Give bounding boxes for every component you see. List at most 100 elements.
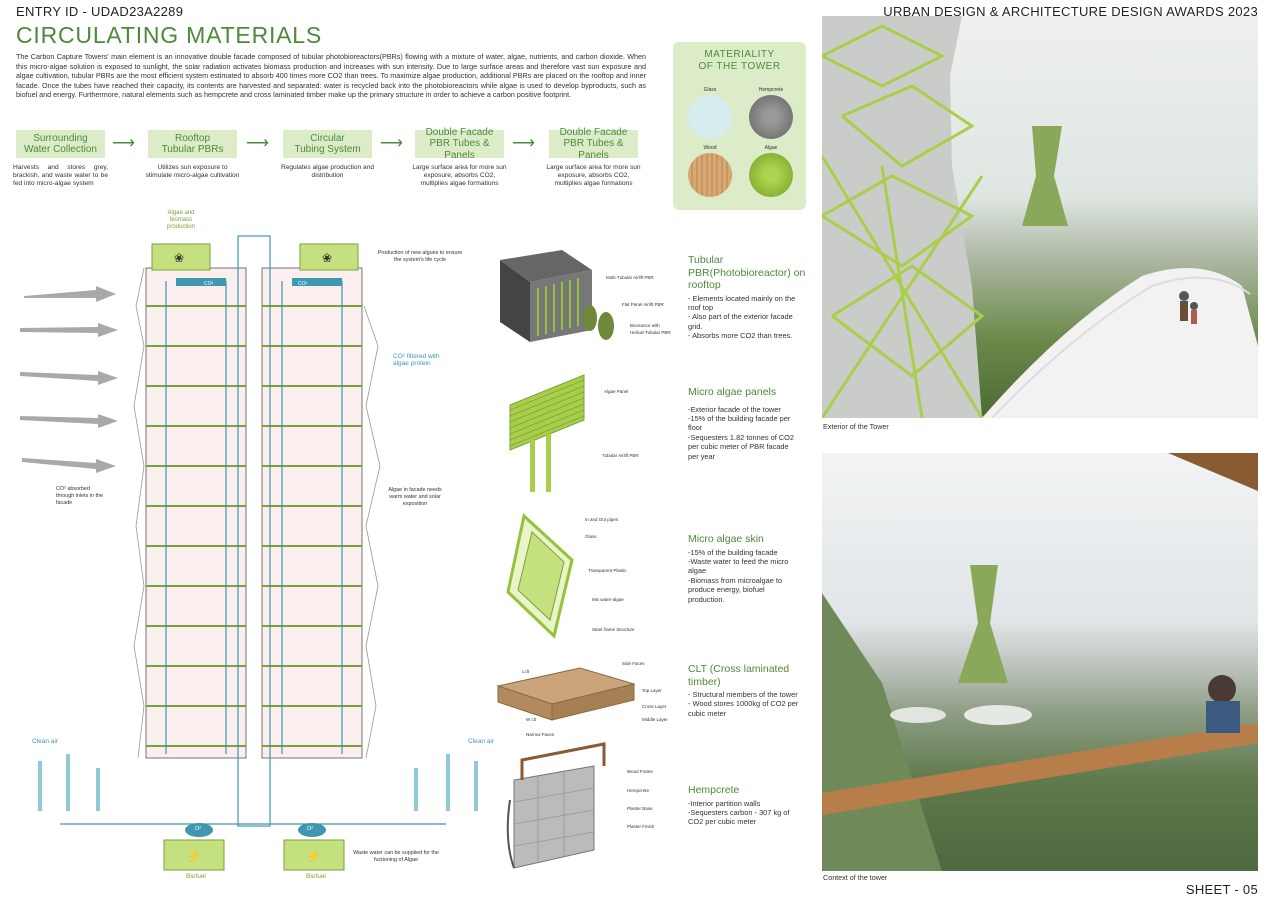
clean-air-right-label: Clean air <box>468 738 495 745</box>
section-pbr: Tubular PBR(Photobioreactor) on rooftop … <box>688 254 808 341</box>
step-5-desc: Large surface area for more sun exposure… <box>546 164 641 188</box>
arrow-right-icon: ⟶ <box>112 135 135 152</box>
section-clt-heading: CLT (Cross laminated timber) <box>688 663 790 688</box>
materiality-title-1: MATERIALITY <box>704 49 775 60</box>
wood-swatch <box>688 153 732 197</box>
page-title: CIRCULATING MATERIALS <box>16 22 323 48</box>
clt-label-3: Cross Layer <box>642 704 667 709</box>
section-skin-body: -15% of the building facade -Waste water… <box>688 547 789 604</box>
pipes <box>60 235 446 827</box>
o2-tag-left: O² <box>195 826 202 832</box>
step-1-line1: Surrounding <box>33 132 88 144</box>
material-label-wood: Wood <box>703 145 717 151</box>
context-caption: Context of the tower <box>823 873 888 882</box>
floor-slabs <box>146 305 362 747</box>
wind-arrows <box>20 286 118 473</box>
step-5-line1: Double Facade <box>559 126 628 138</box>
arrow-right-icon: ⟶ <box>380 135 403 152</box>
skin-label-2: Glass <box>585 534 597 539</box>
hemp-label-3: Plaster Base <box>627 806 653 811</box>
hemp-label-4: Plaster Finish <box>627 824 655 829</box>
material-label-glass: Glass <box>703 87 717 93</box>
context-render <box>822 453 1258 871</box>
section-skin: Micro algae skin -15% of the building fa… <box>688 533 808 604</box>
o2-tag-right: O² <box>307 826 314 832</box>
section-panels: Micro algae panels -Exterior facade of t… <box>688 386 808 461</box>
entry-id: ENTRY ID - UDAD23A2289 <box>16 4 184 19</box>
step-4-line2: PBR Tubes & Panels <box>429 138 490 161</box>
algae-swatch <box>749 153 793 197</box>
panel-label-2: Tubular Airlift PBR <box>602 453 639 458</box>
material-label-hempcrete: Hempcrete <box>758 87 784 93</box>
sheet-number: SHEET - 05 <box>1185 882 1258 897</box>
skin-label-3: Transparent Plastic <box>588 568 627 573</box>
clt-label-6: Lclt <box>522 669 530 674</box>
waste-water-label: Waste water can be supplied for the fuct… <box>353 850 439 863</box>
section-clt-body: - Structural members of the tower - Wood… <box>688 690 799 718</box>
awards-title: URBAN DESIGN & ARCHITECTURE DESIGN AWARD… <box>883 4 1258 19</box>
hemp-label-1: Wood Frame <box>627 769 653 774</box>
co2-absorbed-label: CO² absorbed through inlets in the facad… <box>56 486 104 506</box>
clean-air-arrows <box>38 754 478 811</box>
section-hempcrete: Hempcrete -Interior partition walls -Seq… <box>688 784 808 827</box>
clt-label-5: Narrow Faces <box>526 732 555 737</box>
co2-filtered-label: CO² filtered with algae protein <box>393 353 440 367</box>
step-1-desc: Harvests and stores grey, brackish, and … <box>13 164 108 188</box>
exterior-caption: Exterior of the Tower <box>823 422 889 431</box>
tree-icon: ❀ <box>174 251 184 265</box>
section-pbr-heading: Tubular PBR(Photobioreactor) on rooftop <box>688 254 806 291</box>
clt-label-4: Middle Layer <box>642 717 668 722</box>
arrow-right-icon: ⟶ <box>512 135 535 152</box>
tower-section-diagram: ❀ ❀ ⚡ ⚡ <box>20 235 478 871</box>
biofuel-left-label: Biofuel <box>186 873 206 880</box>
clt-label-2: Top Layer <box>642 688 662 693</box>
skin-label-4: Mix water-algae <box>592 597 624 602</box>
step-3-desc: Regulates algae production and distribut… <box>280 164 375 180</box>
power-icon: ⚡ <box>306 849 321 863</box>
skin-label-1: In and Out pipes <box>585 517 619 522</box>
section-hempcrete-body: -Interior partition walls -Sequesters ca… <box>688 798 790 827</box>
biofuel-right-label: Biofuel <box>306 873 326 880</box>
co2-tag-left: CO² <box>204 281 214 287</box>
step-1-line2: Water Collection <box>24 144 97 155</box>
section-pbr-body: - Elements located mainly on the roof to… <box>688 293 796 341</box>
materiality-card: MATERIALITY OF THE TOWER Glass Hempcrete… <box>673 42 806 210</box>
step-5-line2: PBR Tubes & Panels <box>563 138 624 161</box>
step-3-line1: Circular <box>310 132 345 144</box>
glass-swatch <box>688 95 732 139</box>
step-2-line1: Rooftop <box>174 132 211 144</box>
algae-biomass-label: Algae and biomass production <box>166 210 196 230</box>
detail-drawings <box>496 250 636 869</box>
step-2-desc: Utilizes sun exposure to stimulate micro… <box>145 164 240 180</box>
new-algues-label: Production of new algues to ensure the s… <box>377 250 463 263</box>
step-2-line2: Tubular PBRs <box>161 144 224 155</box>
section-hempcrete-heading: Hempcrete <box>688 784 740 796</box>
clt-label-1: Side Faces <box>622 661 645 666</box>
hemp-label-2: Hempcrete <box>627 788 650 793</box>
section-panels-body: -Exterior facade of the tower -15% of th… <box>688 404 794 461</box>
algae-facade-label: Algae in facade needs warm water and sol… <box>388 487 442 507</box>
materiality-title-2: OF THE TOWER <box>698 61 781 72</box>
panel-label-1: Algae Panel <box>604 389 629 394</box>
tree-icon: ❀ <box>322 251 332 265</box>
skin-label-5: Steel frame Structure <box>592 627 635 632</box>
material-label-algae: Algae <box>764 145 778 151</box>
clt-label-7: W clt <box>526 717 536 722</box>
section-skin-heading: Micro algae skin <box>688 533 764 545</box>
arrow-right-icon: ⟶ <box>246 135 269 152</box>
intro-paragraph: The Carbon Capture Towers' main element … <box>16 52 646 100</box>
hempcrete-swatch <box>749 95 793 139</box>
section-clt: CLT (Cross laminated timber) - Structura… <box>688 663 808 718</box>
step-4-desc: Large surface area for more sun exposure… <box>412 164 507 188</box>
step-3-line2: Tubing System <box>294 144 361 155</box>
power-icon: ⚡ <box>186 849 201 863</box>
pbr-label-3: Bioreactor with Helical-Tubular PBR <box>630 323 671 335</box>
co2-tag-right: CO² <box>298 281 308 287</box>
clean-air-left-label: Clean air <box>32 738 59 745</box>
pbr-label-2: Flat Panel Airlift PBR <box>622 302 664 307</box>
